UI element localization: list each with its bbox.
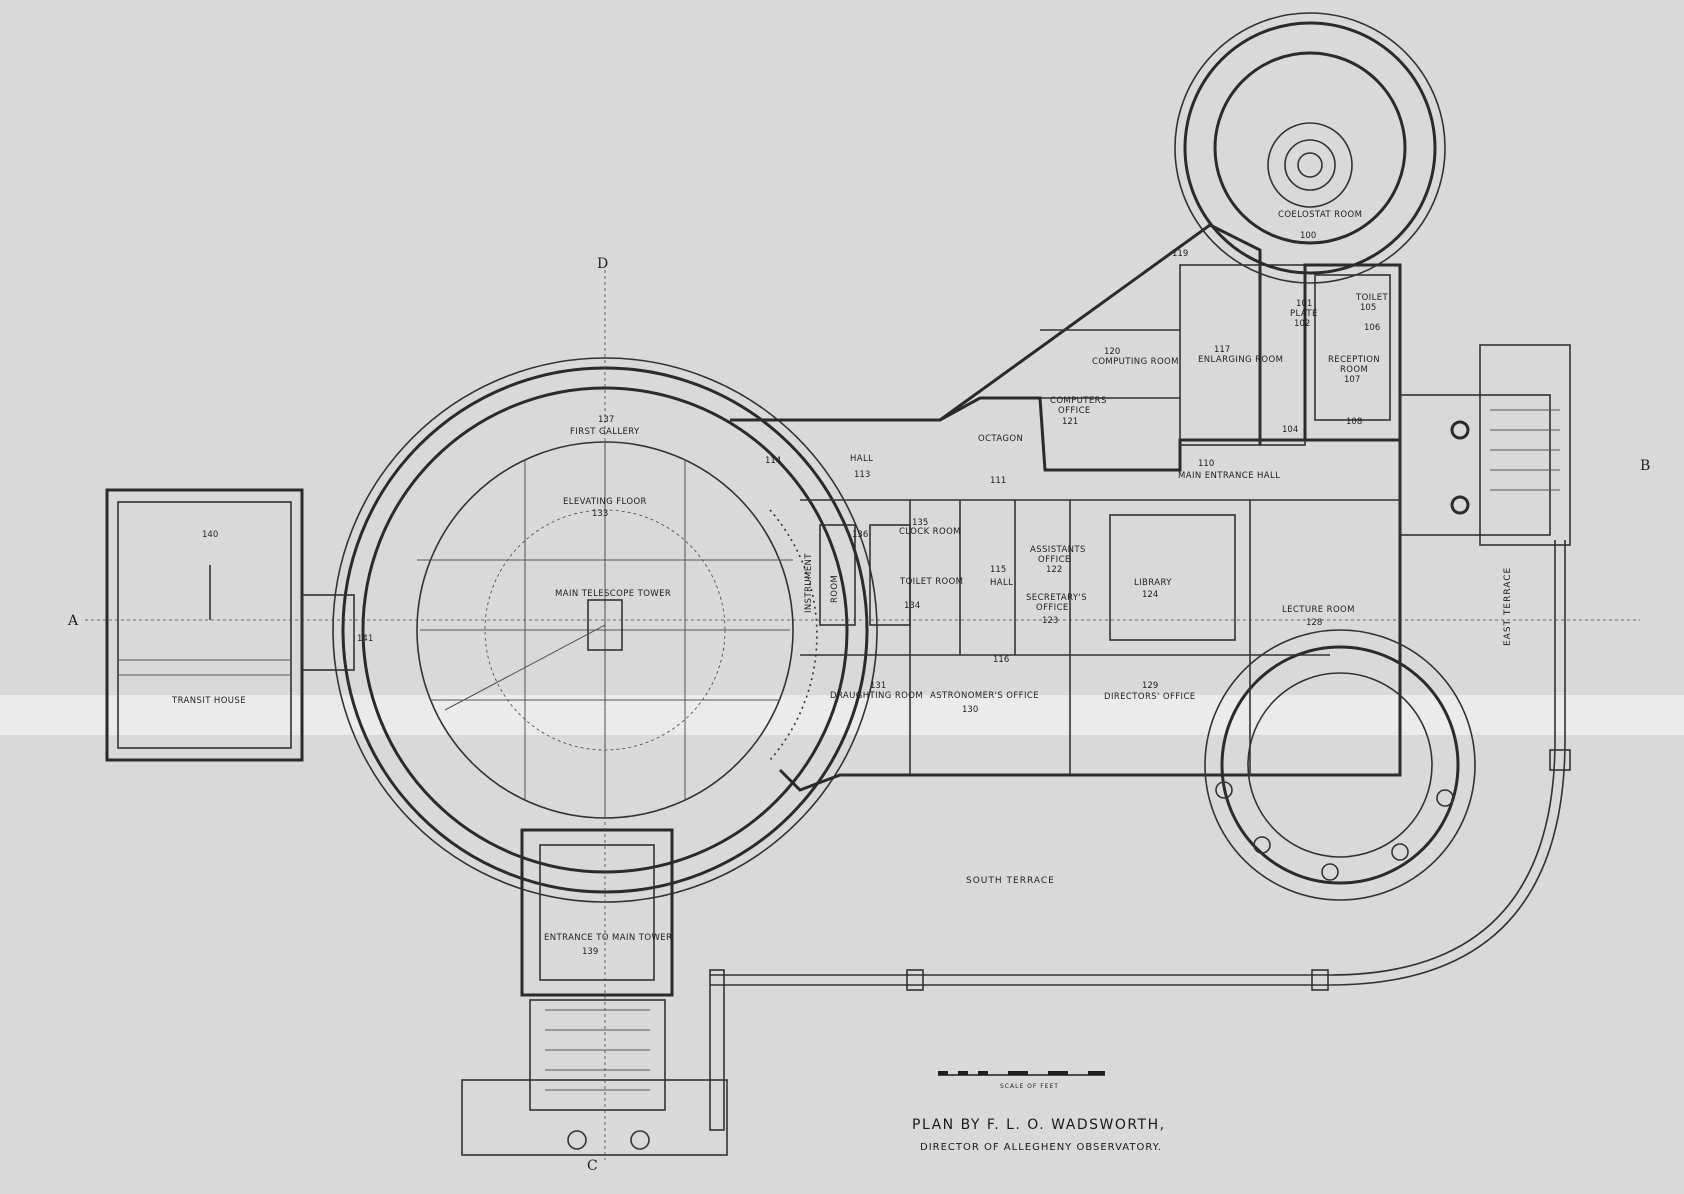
room-111-number: 111 — [990, 476, 1006, 486]
room-105-name: TOILET — [1355, 293, 1388, 303]
central-wing — [730, 396, 1402, 792]
room-135-name: CLOCK ROOM — [899, 527, 961, 537]
room-131-name: DRAUGHTING ROOM — [830, 691, 923, 701]
room-141-number: 141 — [357, 634, 373, 644]
room-129-name: DIRECTORS' OFFICE — [1104, 692, 1196, 702]
room-137-name: FIRST GALLERY — [570, 427, 640, 437]
axis-b-label: B — [1640, 458, 1650, 474]
northeast-wing — [939, 223, 1402, 446]
room-110-name: MAIN ENTRANCE HALL — [1178, 471, 1280, 481]
main-tower-label: MAIN TELESCOPE TOWER — [555, 589, 671, 599]
room-102-number: 102 — [1294, 319, 1310, 329]
room-129-number: 129 — [1142, 681, 1158, 691]
room-139-number: 139 — [582, 947, 598, 957]
room-136-name-2: ROOM — [830, 575, 840, 603]
room-130-number: 130 — [962, 705, 978, 715]
east-terrace-label: EAST TERRACE — [1503, 567, 1513, 646]
room-107-number: 107 — [1344, 375, 1360, 385]
room-134-number: 134 — [904, 601, 920, 611]
room-100-name: COELOSTAT ROOM — [1278, 210, 1362, 220]
room-115-number: 115 — [990, 565, 1006, 575]
room-122-number: 122 — [1046, 565, 1062, 575]
room-110-number: 110 — [1198, 459, 1214, 469]
entrance-tower-block — [461, 828, 728, 1156]
room-115-name: HALL — [990, 578, 1013, 588]
transit-house — [105, 488, 355, 762]
room-123-number: 123 — [1042, 616, 1058, 626]
scale-label: SCALE OF FEET — [1000, 1083, 1059, 1090]
room-136-name-1: INSTRUMENT — [804, 553, 814, 613]
room-116-number: 116 — [993, 655, 1009, 665]
room-121-name-1: COMPUTERS — [1050, 396, 1107, 406]
lecture-apse — [1204, 629, 1476, 901]
room-123-name-1: SECRETARY'S — [1026, 593, 1087, 603]
terrace-balustrade — [709, 540, 1571, 1131]
room-123-name-2: OFFICE — [1036, 603, 1069, 613]
room-124-name: LIBRARY — [1134, 578, 1172, 588]
room-133-name: ELEVATING FLOOR — [563, 497, 647, 507]
room-100-number: 100 — [1300, 231, 1316, 241]
room-107-name-2: ROOM — [1340, 365, 1368, 375]
section-axes: D C A B — [67, 256, 1650, 1174]
paper-fold-band — [0, 695, 1684, 735]
room-124-number: 124 — [1142, 590, 1158, 600]
room-121-name-2: OFFICE — [1058, 406, 1091, 416]
room-117-number: 117 — [1214, 345, 1230, 355]
room-104-number: 104 — [1282, 425, 1298, 435]
room-134-name: TOILET ROOM — [899, 577, 963, 587]
south-terrace-label: SOUTH TERRACE — [966, 876, 1055, 886]
room-120-name: COMPUTING ROOM — [1092, 357, 1179, 367]
room-111-name: OCTAGON — [978, 434, 1023, 444]
room-108-number: 108 — [1346, 417, 1362, 427]
room-106-number: 106 — [1364, 323, 1380, 333]
axis-c-label: C — [587, 1158, 598, 1174]
room-114-number: 114 — [765, 456, 781, 466]
room-119-number: 119 — [1172, 249, 1188, 259]
scale-bar: SCALE OF FEET — [938, 1071, 1105, 1090]
room-139-name: ENTRANCE TO MAIN TOWER — [544, 933, 672, 943]
transit-house-label: TRANSIT HOUSE — [171, 696, 246, 706]
room-102-name: PLATE — [1290, 309, 1318, 319]
room-113-number: 113 — [854, 470, 870, 480]
room-137-number: 137 — [598, 415, 614, 425]
room-117-name: ENLARGING ROOM — [1198, 355, 1283, 365]
room-131-number: 131 — [870, 681, 886, 691]
room-133-number: 133 — [592, 509, 608, 519]
axis-a-label: A — [67, 613, 79, 629]
room-122-name-1: ASSISTANTS — [1030, 545, 1086, 555]
caption-author: PLAN BY F. L. O. WADSWORTH, — [912, 1117, 1166, 1133]
caption-title: DIRECTOR OF ALLEGHENY OBSERVATORY. — [920, 1142, 1162, 1153]
east-entrance — [1399, 344, 1571, 546]
room-113-name: HALL — [850, 454, 873, 464]
room-107-name-1: RECEPTION — [1328, 355, 1380, 365]
room-140-number: 140 — [202, 530, 218, 540]
axis-d-label: D — [597, 256, 608, 272]
room-128-number: 128 — [1306, 618, 1322, 628]
coelostat-tower — [1174, 12, 1446, 284]
room-120-number: 120 — [1104, 347, 1120, 357]
room-105-number: 105 — [1360, 303, 1376, 313]
room-labels: COELOSTAT ROOM 100 101 PLATE 102 104 TOI… — [171, 210, 1513, 957]
room-101-number: 101 — [1296, 299, 1312, 309]
room-130-name: ASTRONOMER'S OFFICE — [930, 691, 1039, 701]
room-135-number: 135 — [912, 518, 928, 528]
room-121-number: 121 — [1062, 417, 1078, 427]
room-122-name-2: OFFICE — [1038, 555, 1071, 565]
room-128-name: LECTURE ROOM — [1282, 605, 1355, 615]
room-136-number: 136 — [852, 530, 868, 540]
